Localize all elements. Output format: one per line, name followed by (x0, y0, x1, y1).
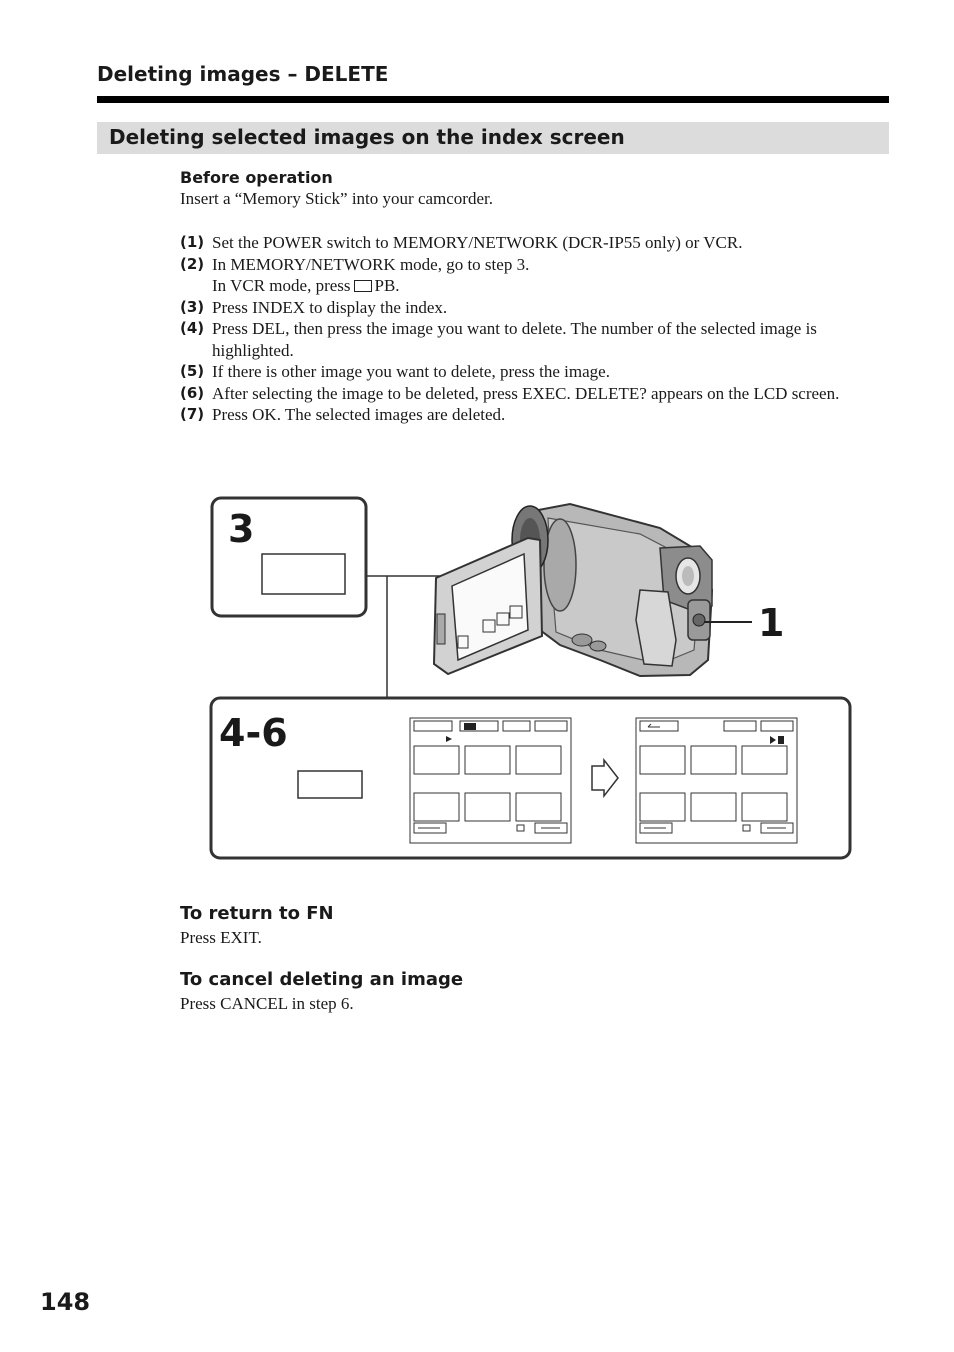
step-4: (4)Press DEL, then press the image you w… (180, 319, 817, 360)
lcd-screen (451, 552, 529, 662)
play-pause-icon (770, 736, 776, 744)
steps-list: (1)Set the POWER switch to MEMORY/NETWOR… (180, 232, 890, 426)
memory-icon-button (413, 720, 453, 732)
step-2: (2) In MEMORY/NETWORK mode, go to step 3… (180, 254, 530, 296)
index-screen-after (635, 717, 798, 844)
before-operation-label: Before operation (180, 168, 333, 187)
arrow-right-icon (591, 757, 619, 799)
delete-icon (464, 723, 476, 730)
del-button-box (297, 770, 363, 799)
return-icon-button (639, 720, 679, 732)
step-1: (1)Set the POWER switch to MEMORY/NETWOR… (180, 233, 743, 252)
step-3: (3)Press INDEX to display the index. (180, 297, 448, 317)
index-button-box (261, 553, 346, 595)
before-operation-text: Insert a “Memory Stick” into your camcor… (180, 189, 493, 208)
figure-label-3: 3 (228, 507, 254, 551)
cancel-heading: To cancel deleting an image (180, 969, 464, 990)
figure-label-4-6: 4-6 (219, 711, 288, 755)
step-6: (6)After selecting the image to be delet… (180, 383, 840, 403)
callout-box-4-6 (209, 696, 852, 860)
step-7: (7)Press OK. The selected images are del… (180, 405, 506, 424)
callout-box-3 (210, 496, 368, 618)
playback-icon (353, 280, 372, 292)
subsection-band: Deleting selected images on the index sc… (97, 122, 889, 154)
return-fn-heading: To return to FN (180, 903, 334, 924)
del-icon-button (459, 720, 499, 732)
header-rule (97, 96, 889, 103)
cancel-text: Press CANCEL in step 6. (180, 994, 354, 1013)
return-fn-text: Press EXIT. (180, 928, 262, 947)
section-title: Deleting images – DELETE (97, 62, 389, 86)
camcorder-icon (432, 502, 752, 678)
play-indicator-icon (446, 736, 452, 742)
page-number: 148 (40, 1288, 91, 1316)
step-5: (5)If there is other image you want to d… (180, 362, 610, 381)
subsection-title: Deleting selected images on the index sc… (109, 125, 625, 149)
index-screen-before (409, 717, 572, 844)
figure-label-1: 1 (758, 601, 784, 645)
